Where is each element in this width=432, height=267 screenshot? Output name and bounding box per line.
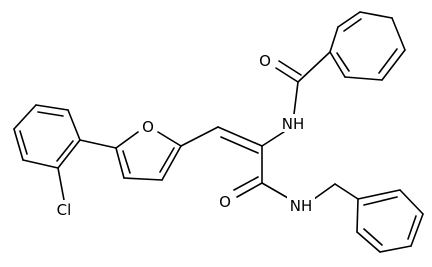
furan-ring: [115, 131, 182, 181]
benzyl-phenyl-ring: [356, 189, 424, 253]
svg-text:NH: NH: [282, 115, 305, 133]
vinyl-to-furan-bond: [180, 126, 219, 147]
svg-text:O: O: [259, 52, 271, 70]
atom-label-amide-oxygen-bottom: O: [217, 192, 233, 211]
atom-label-furan-oxygen: O: [140, 117, 156, 136]
amide-carbonyl: [233, 176, 289, 199]
carbon-chlorine-bond: [57, 167, 65, 201]
atom-label-carbonyl-oxygen-top: O: [257, 51, 273, 70]
alkene-double-bond: [217, 126, 263, 154]
benzoyl-phenyl-ring: [329, 11, 406, 81]
atom-label-amide-nh-bottom: NH: [287, 196, 315, 215]
chlorophenyl-ring: [13, 104, 81, 169]
benzyl-linker: [313, 183, 359, 200]
atom-label-chlorine: Cl: [52, 200, 76, 219]
svg-text:O: O: [142, 118, 154, 136]
benzoyl-carbonyl: [275, 51, 331, 115]
atom-label-amide-nh-top: NH: [279, 114, 307, 133]
svg-text:O: O: [219, 193, 231, 211]
svg-text:Cl: Cl: [57, 201, 72, 219]
svg-text:NH: NH: [290, 197, 313, 215]
furan-to-chlorophenyl-bond: [79, 139, 117, 149]
